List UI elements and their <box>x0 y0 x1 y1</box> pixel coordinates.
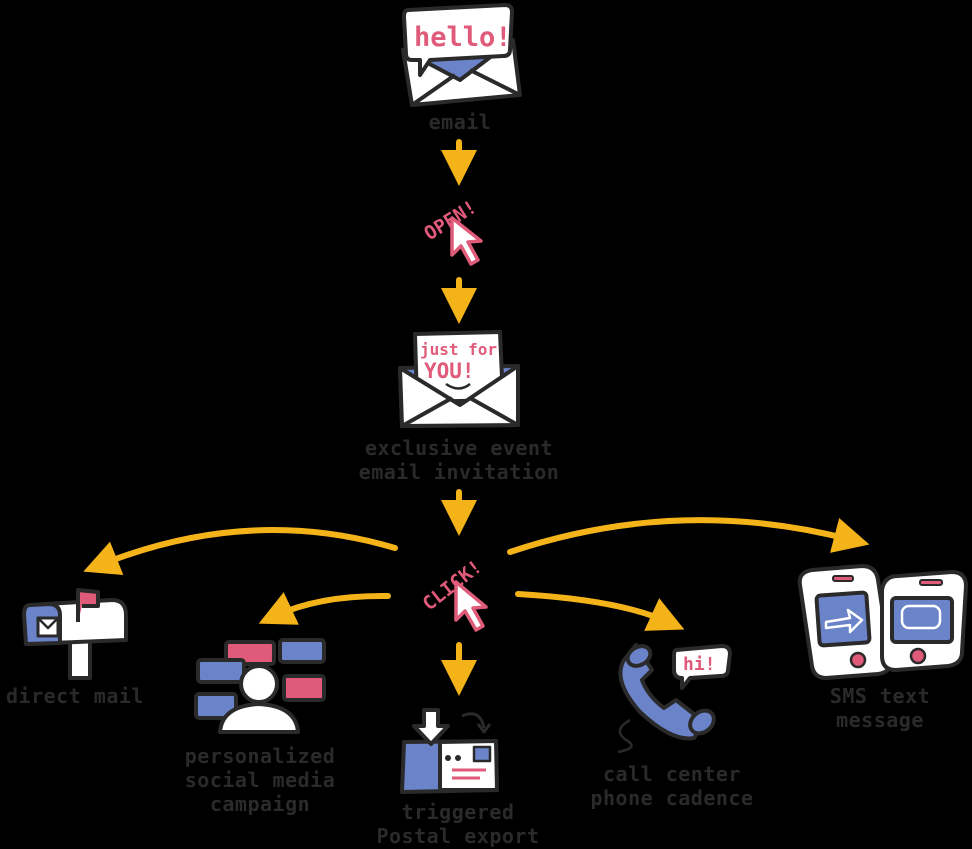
social-label: personalized social media campaign <box>176 744 344 816</box>
smartphones-icon <box>797 564 968 680</box>
call-label-line1: call center <box>603 762 741 786</box>
call-label-line2: phone cadence <box>590 786 754 810</box>
flow-arrows <box>83 139 870 696</box>
phone-icon: hi! <box>617 643 732 754</box>
direct-mail-label: direct mail <box>6 684 144 708</box>
arrow-click-to-direct-mail <box>83 527 398 576</box>
postal-label-line1: triggered <box>401 800 515 824</box>
postcard-icon <box>400 708 499 794</box>
sms-label: SMS text message <box>820 684 940 732</box>
cursor-icon: OPEN! <box>420 196 483 266</box>
mailbox-icon <box>22 588 128 680</box>
sms-label-line2: message <box>836 708 924 732</box>
invitation-label: exclusive event email invitation <box>344 436 574 484</box>
social-label-line1: personalized <box>184 744 336 768</box>
letter-text-2: YOU! <box>424 359 475 383</box>
envelope-icon: hello! <box>401 3 522 107</box>
arrow-click-to-sms <box>507 517 870 555</box>
postal-label-line2: Postal export <box>376 824 540 848</box>
hi-bubble-text: hi! <box>683 654 716 675</box>
social-label-line2: social media <box>184 768 336 792</box>
cursor-icon: CLICK! <box>419 556 488 632</box>
arrow-click-to-call <box>515 591 685 631</box>
hello-bubble-text: hello! <box>414 22 512 53</box>
arrow-click-to-social <box>258 592 391 625</box>
invitation-label-line2: email invitation <box>358 460 560 484</box>
people-icon <box>194 638 326 734</box>
call-label: call center phone cadence <box>574 762 770 810</box>
envelope-icon: just for YOU! <box>398 330 520 428</box>
sms-label-line1: SMS text <box>829 684 931 708</box>
letter-text-1: just for <box>420 340 497 359</box>
social-label-line3: campaign <box>209 792 311 816</box>
email-label: email <box>428 110 492 134</box>
postal-label: triggered Postal export <box>368 800 548 848</box>
invitation-label-line1: exclusive event <box>364 436 554 460</box>
